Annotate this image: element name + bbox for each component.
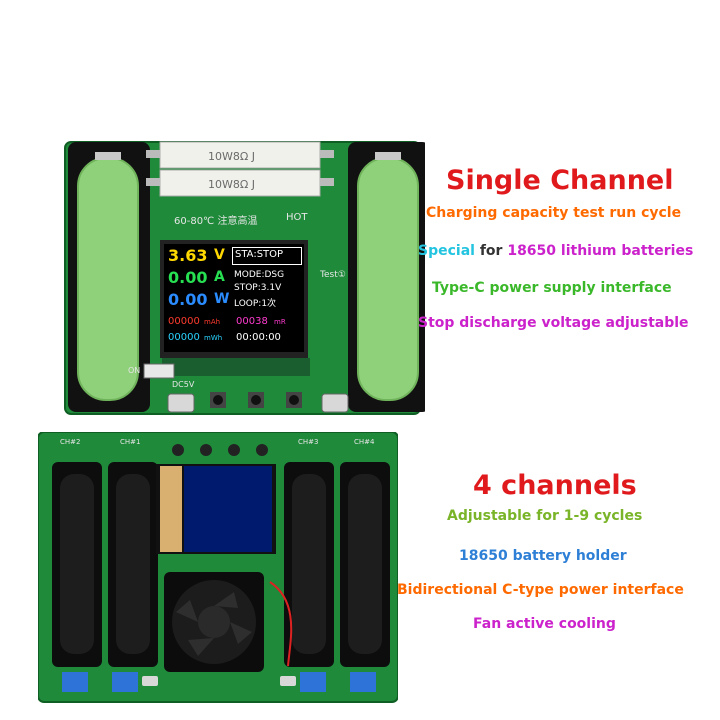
four-channel-board-image [37, 431, 399, 703]
four-channel-features: 4 channels Adjustable for 1-9 cycles 186… [395, 470, 715, 650]
channel-label-1: CH#1 [120, 438, 141, 446]
feature-adjustable-cycles: Adjustable for 1-9 cycles [447, 508, 643, 524]
test-label: Test① [320, 270, 346, 280]
special-word: Special [418, 243, 475, 259]
feature-stop-discharge: Stop discharge voltage adjustable [418, 315, 689, 331]
state-readout: STA:STOP [235, 249, 284, 260]
lithium-battery-text: 18650 lithium batteries [507, 243, 694, 259]
mah-unit: mAh [204, 318, 221, 326]
single-channel-board-image [64, 141, 430, 415]
temperature-warning: 60-80℃ 注意高温 [174, 216, 258, 227]
for-word: for [474, 243, 508, 259]
channel-label-4: CH#4 [354, 438, 375, 446]
channel-label-3: CH#3 [298, 438, 319, 446]
time-readout: 00:00:00 [236, 332, 281, 343]
four-channel-board: CH#2 CH#1 CH#3 CH#4 [37, 431, 399, 712]
feature-lithium-support: Special for 18650 lithium batteries [418, 243, 693, 259]
mr-readout: 00038 [236, 316, 268, 327]
hot-label: HOT [286, 212, 308, 223]
state-box [232, 247, 302, 265]
channel-label-2: CH#2 [60, 438, 81, 446]
four-channel-heading: 4 channels [473, 470, 637, 501]
mah-readout: 00000 [168, 316, 200, 327]
lcd-screen: 3.63 V 0.00 A 0.00 W STA:STOP MODE:DSG S… [164, 244, 304, 352]
mr-unit: mR [274, 318, 286, 326]
wh-unit: mWh [204, 334, 223, 342]
feature-bidirectional-ctype: Bidirectional C-type power interface [397, 582, 684, 598]
wh-readout: 00000 [168, 332, 200, 343]
feature-fan-cooling: Fan active cooling [473, 616, 616, 632]
single-channel-features: Single Channel Charging capacity test ru… [410, 165, 715, 345]
dc5v-label: DC5V [172, 380, 195, 389]
feature-battery-holder: 18650 battery holder [459, 548, 627, 564]
resistor-label-1: 10W8Ω J [208, 150, 256, 163]
stop-voltage-readout: STOP:3.1V [234, 283, 282, 293]
feature-type-c-power: Type-C power supply interface [432, 280, 672, 296]
current-readout: 0.00 [168, 268, 208, 287]
single-channel-heading: Single Channel [446, 165, 674, 196]
power-unit: W [214, 291, 230, 307]
current-unit: A [214, 269, 225, 285]
power-readout: 0.00 [168, 290, 208, 309]
resistor-label-2: 10W8Ω J [208, 178, 256, 191]
feature-charging-capacity: Charging capacity test run cycle [426, 205, 682, 221]
switch-label: ON [128, 366, 141, 375]
voltage-readout: 3.63 [168, 246, 208, 265]
loop-readout: LOOP:1次 [234, 299, 277, 309]
mode-readout: MODE:DSG [234, 270, 285, 280]
voltage-unit: V [214, 247, 225, 263]
single-channel-board: 10W8Ω J 10W8Ω J 60-80℃ 注意高温 HOT ON DC5V … [60, 130, 430, 420]
